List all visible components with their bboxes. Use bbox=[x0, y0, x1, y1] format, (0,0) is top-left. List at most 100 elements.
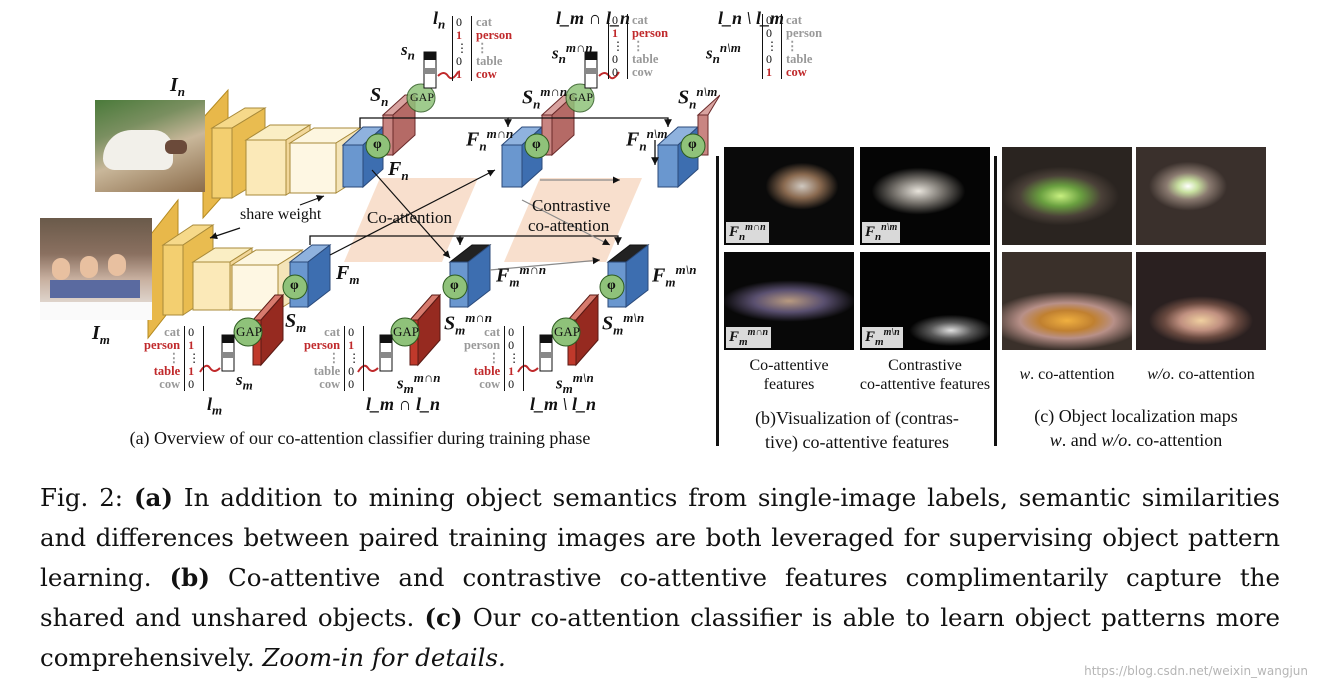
caption-c-right: w/o. co-attention bbox=[1147, 366, 1255, 383]
phi-text-n-diff: φ bbox=[688, 137, 697, 152]
label-l-m: lm bbox=[207, 394, 223, 418]
tile-c-m-without bbox=[1136, 252, 1266, 350]
co-attention-arrows bbox=[329, 169, 620, 271]
caption-b: (b)Visualization of (contras-tive) co-at… bbox=[755, 408, 959, 452]
vector-class-name: person bbox=[304, 338, 341, 352]
caption-c-left: w. co-attention bbox=[1019, 366, 1115, 383]
gap-text-n: GAP bbox=[410, 90, 435, 104]
vector-value: ⋮ bbox=[762, 40, 782, 53]
label-l-n: ln bbox=[433, 8, 446, 32]
output-stack-m-and bbox=[357, 334, 393, 373]
vector-class-name: table bbox=[786, 52, 813, 66]
vector-value: 1 bbox=[184, 339, 205, 352]
vector-value: 0 bbox=[184, 326, 205, 339]
gap-text-m-and: GAP bbox=[393, 324, 420, 339]
share-weight-arrows bbox=[209, 195, 325, 240]
top-flow-lines bbox=[359, 117, 672, 165]
vector-class-name: person bbox=[464, 338, 501, 352]
contrastive-label-1: Contrastive bbox=[532, 196, 611, 215]
vector-class-name: ⋮ bbox=[786, 39, 799, 53]
label-I-m: Im bbox=[92, 322, 110, 347]
tile-fm-diff: Fmm\n bbox=[860, 252, 990, 350]
vector-class-name: ⋮ bbox=[487, 351, 501, 365]
divider-1 bbox=[716, 156, 719, 446]
vector-class-name: cow bbox=[632, 65, 653, 79]
phi-text-n-and: φ bbox=[532, 137, 541, 152]
vector-value: 0 bbox=[504, 339, 525, 352]
share-weight-label: share weight bbox=[240, 206, 322, 223]
vector-class-name: cat bbox=[164, 325, 181, 339]
divider-2 bbox=[994, 156, 997, 446]
vector-class-name: cat bbox=[786, 13, 802, 27]
vector-class-name: table bbox=[632, 52, 659, 66]
label-S-n-diff: Snn\m bbox=[678, 84, 718, 112]
vector-class-name: person bbox=[632, 26, 669, 40]
output-stack-m-diff bbox=[517, 334, 553, 373]
caption-c: (c) Object localization maps w. and w/o.… bbox=[1034, 406, 1238, 450]
vector-value: 0 bbox=[762, 14, 782, 27]
tile-fn-diff: Fnn\m bbox=[860, 147, 990, 245]
label-s-m-and: smm∩n bbox=[397, 370, 441, 397]
vector-value: 0 bbox=[344, 378, 365, 391]
label-l-and-bot: l_m ∩ l_n bbox=[366, 394, 440, 414]
co-attention-label: Co-attention bbox=[367, 208, 452, 227]
gap-text-n-and: GAP bbox=[569, 90, 594, 104]
output-stack-n bbox=[423, 51, 459, 89]
vector-value: 1 bbox=[504, 365, 525, 378]
vector-value: 0 bbox=[504, 378, 525, 391]
backbone-n-blocks bbox=[210, 107, 362, 199]
vector-value: 1 bbox=[608, 27, 628, 40]
tile-fm-and: Fmm∩n bbox=[724, 252, 854, 350]
label-l-diff-bot: l_m \ l_n bbox=[530, 394, 597, 414]
label-F-n-and: Fnm∩n bbox=[466, 126, 514, 154]
label-S-m-and: Smm∩n bbox=[444, 310, 492, 338]
vector-value: 0 bbox=[344, 365, 365, 378]
contrastive-label-2: co-attention bbox=[528, 216, 610, 235]
tile-c-m-with bbox=[1002, 252, 1132, 350]
feature-block-fm-diff bbox=[566, 243, 650, 367]
vector-value: ⋮ bbox=[344, 352, 365, 365]
co-attention-region bbox=[344, 178, 478, 262]
vector-class-name: ⋮ bbox=[327, 351, 341, 365]
label-S-n: Sn bbox=[370, 84, 389, 109]
label-s-n-and: snm∩n bbox=[552, 40, 593, 67]
vector-class-name: cow bbox=[476, 67, 497, 81]
label-s-m-diff: smm\n bbox=[556, 370, 594, 397]
vector-value: 1 bbox=[184, 365, 205, 378]
vector-value: ⋮ bbox=[452, 42, 472, 55]
vector-value: 0 bbox=[452, 55, 472, 68]
label-s-m: sm bbox=[236, 370, 253, 393]
label-F-n: Fn bbox=[388, 158, 409, 183]
vector-value: ⋮ bbox=[608, 40, 628, 53]
gap-circle-n bbox=[406, 83, 436, 113]
phi-text-m-and: φ bbox=[450, 278, 459, 293]
label-S-n-and: Snm∩n bbox=[522, 84, 568, 112]
vector-class-name: cat bbox=[484, 325, 501, 339]
vector-class-name: cat bbox=[632, 13, 648, 27]
caption-a: (a) Overview of our co-attention classif… bbox=[129, 428, 591, 448]
tile-fn-and: Fnm∩n bbox=[724, 147, 854, 245]
label-F-n-diff: Fnn\m bbox=[626, 126, 668, 154]
output-stack-n-and bbox=[584, 51, 620, 89]
overview-diagram bbox=[147, 51, 720, 373]
vector-class-name: table bbox=[476, 54, 503, 68]
gap-text-m: GAP bbox=[236, 324, 263, 339]
input-image-m bbox=[40, 218, 152, 320]
vector-class-name: person bbox=[786, 26, 823, 40]
phi-text-m: φ bbox=[290, 278, 299, 293]
vector-value: 1 bbox=[344, 339, 365, 352]
bottom-flow-lines bbox=[309, 235, 622, 245]
vector-value: 0 bbox=[184, 378, 205, 391]
vector-class-name: cat bbox=[476, 15, 492, 29]
vector-class-name: cow bbox=[479, 377, 501, 391]
feature-block-fm bbox=[251, 243, 332, 367]
vector-class-name: table bbox=[153, 364, 181, 378]
